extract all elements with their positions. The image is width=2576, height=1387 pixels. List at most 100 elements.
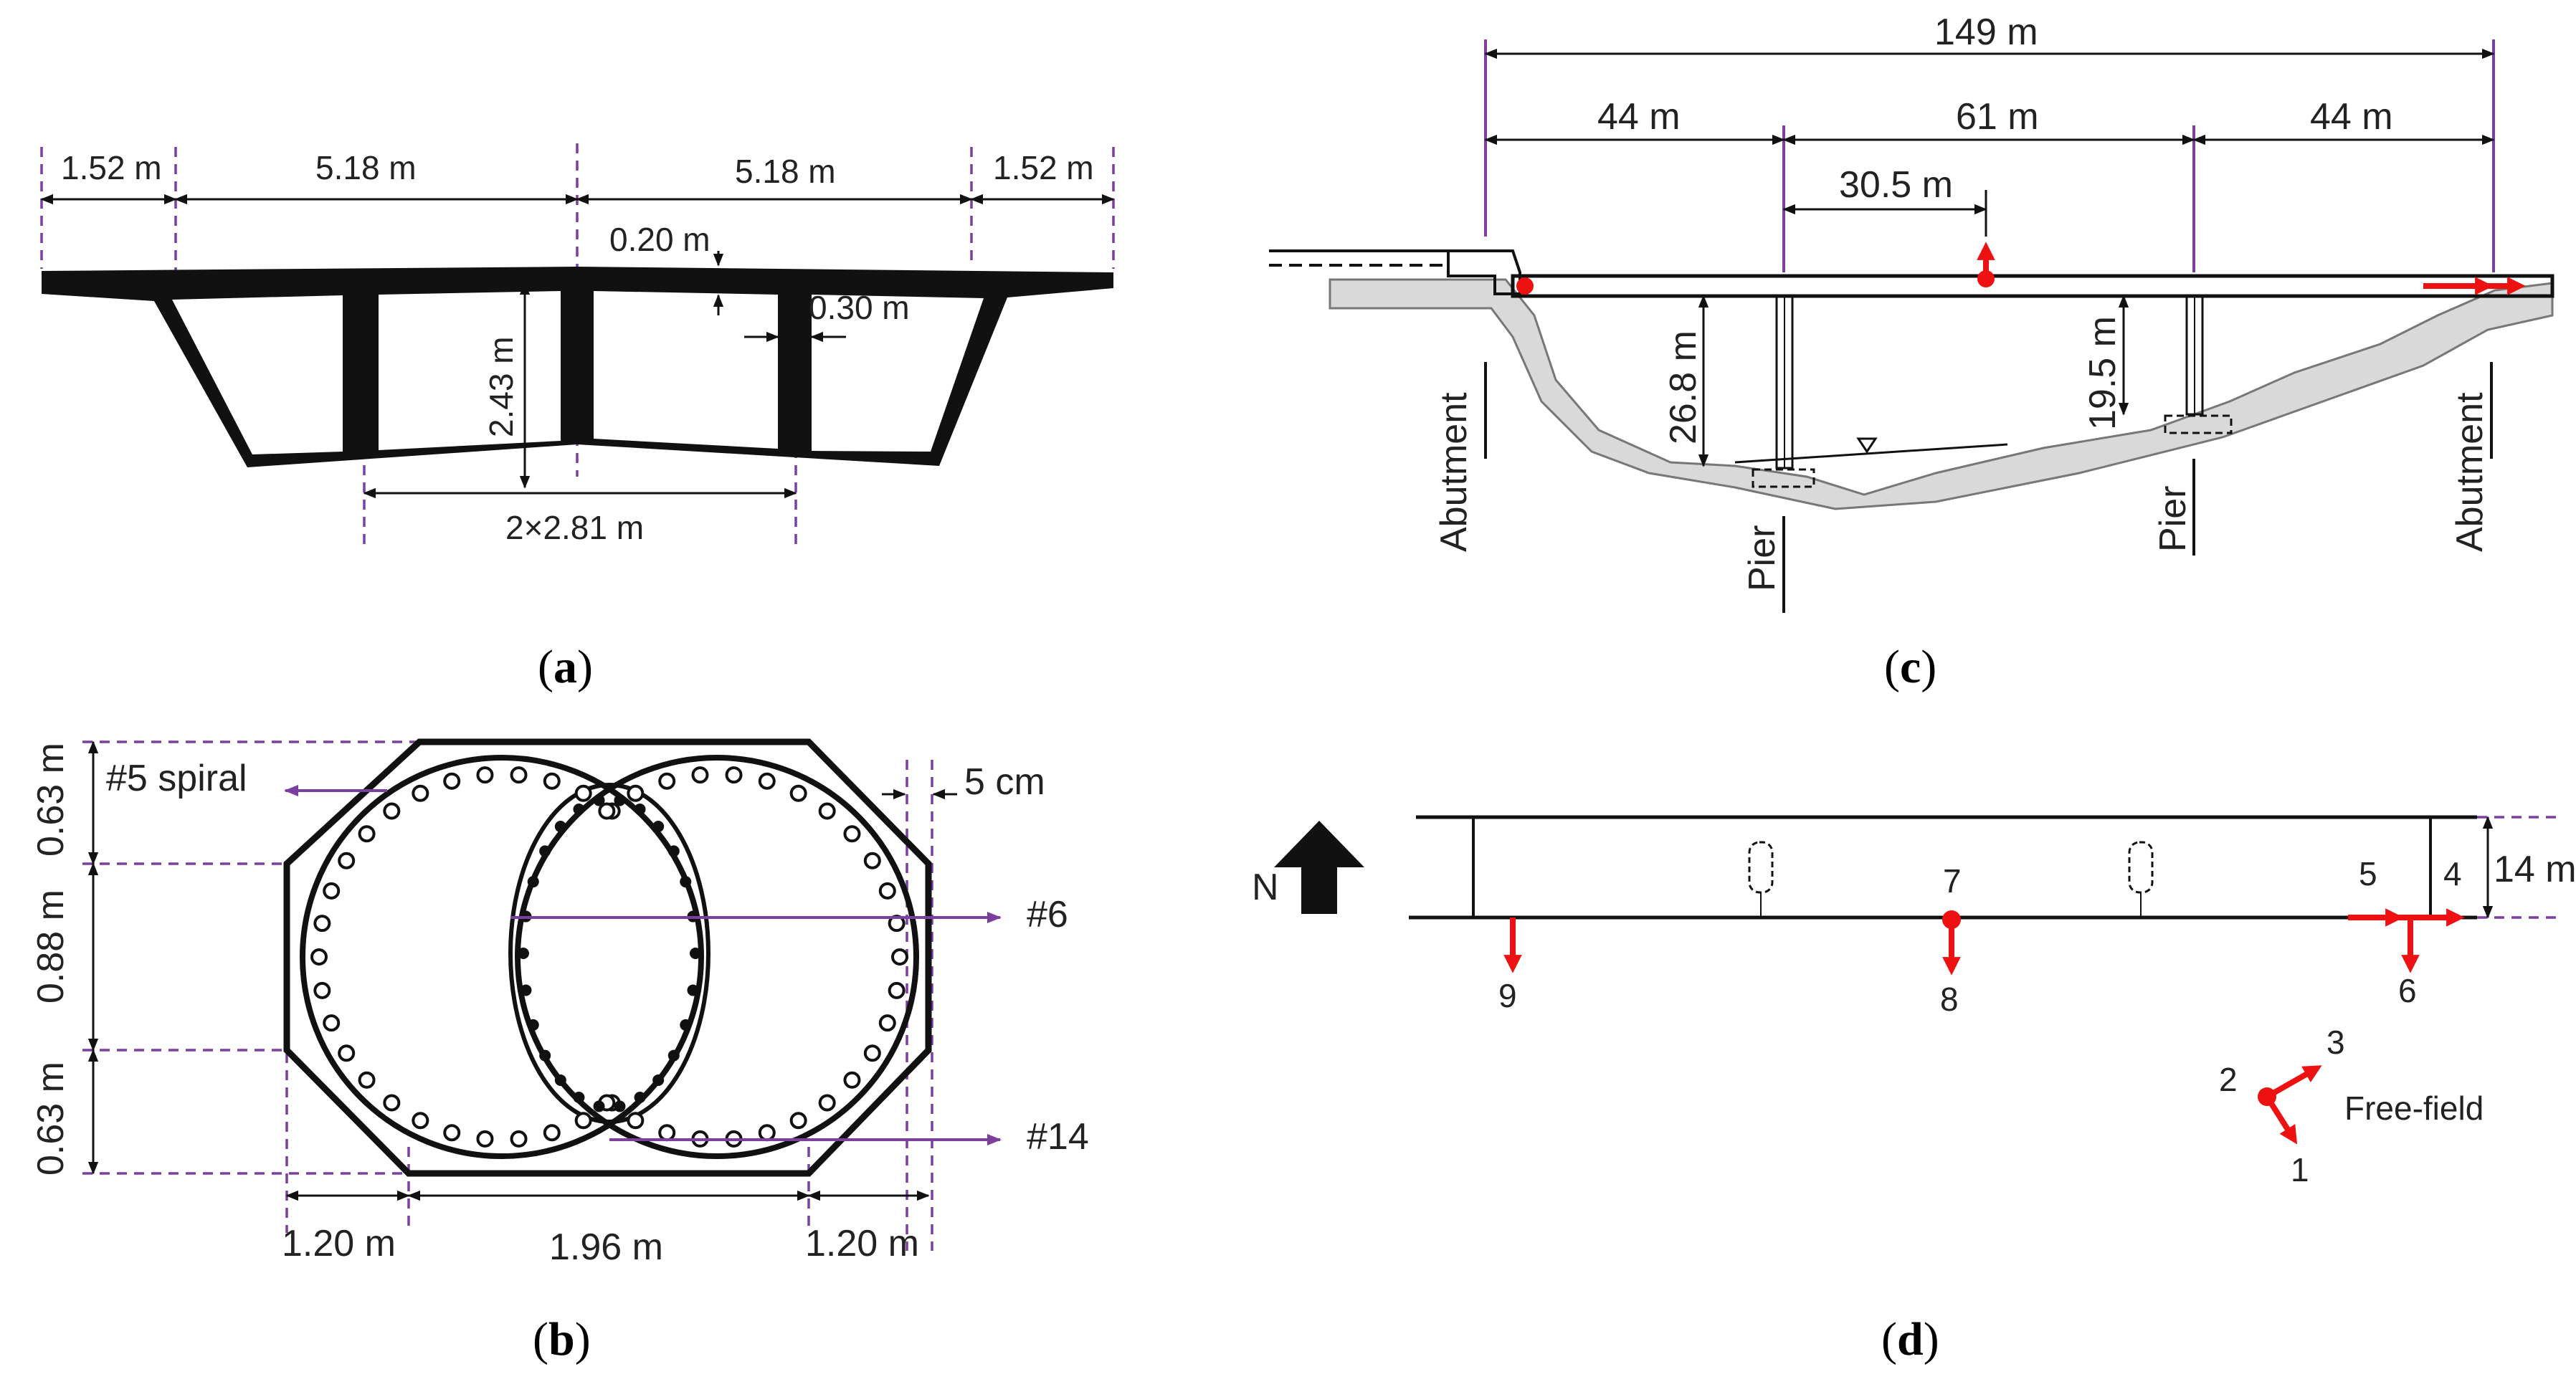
rebar-14 bbox=[758, 1124, 776, 1142]
dim-span-right: 44 m bbox=[2310, 96, 2393, 138]
dim-total-length: 149 m bbox=[1934, 11, 2038, 53]
rebar-14 bbox=[818, 1094, 836, 1112]
dim-span-left: 44 m bbox=[1597, 96, 1681, 138]
sensor-c-abutment bbox=[1516, 277, 1534, 295]
rebar-6 bbox=[687, 984, 699, 996]
dim-depth: 2.43 m bbox=[483, 336, 520, 437]
dim-width-mid: 1.96 m bbox=[549, 1226, 663, 1268]
rebar-6 bbox=[539, 1049, 551, 1062]
rebar-6 bbox=[634, 803, 646, 815]
rebar-14 bbox=[888, 981, 906, 999]
rebar-14 bbox=[789, 784, 807, 802]
caption-b: (b) bbox=[533, 1313, 591, 1365]
rebar-6 bbox=[652, 821, 665, 833]
rebar-14 bbox=[383, 802, 401, 820]
rebar-6 bbox=[652, 1074, 665, 1086]
rebar-14 bbox=[543, 1124, 561, 1142]
rebar-14 bbox=[863, 852, 881, 869]
dim-pier-right-height: 19.5 m bbox=[2082, 316, 2124, 430]
label-abutment-right: Abutment bbox=[2449, 392, 2491, 552]
channel-2: 2 bbox=[2219, 1061, 2238, 1098]
rebar-6 bbox=[667, 845, 680, 857]
channel-1: 1 bbox=[2291, 1151, 2309, 1188]
rebar-14 bbox=[313, 981, 331, 999]
panel-d-plan-view: N 14 m 9 7 bbox=[1252, 815, 2576, 1365]
dim-cover: 5 cm bbox=[964, 761, 1045, 803]
dim-width-left: 1.20 m bbox=[282, 1223, 396, 1264]
dim-half-span: 30.5 m bbox=[1839, 164, 1953, 206]
dim-span-middle: 61 m bbox=[1956, 96, 2039, 138]
rebar-14 bbox=[510, 1130, 528, 1148]
rebar-14 bbox=[863, 1044, 881, 1062]
rebar-6 bbox=[554, 821, 566, 833]
rebar-6 bbox=[527, 1019, 539, 1031]
ground-profile bbox=[1329, 278, 2554, 510]
panel-a-box-girder-section: 1.52 m 5.18 m 5.18 m 1.52 m 0.20 m 0.30 … bbox=[40, 143, 1115, 693]
rebar-6 bbox=[680, 1019, 692, 1031]
caption-c: (c) bbox=[1884, 641, 1936, 693]
rebar-14 bbox=[878, 882, 896, 900]
rebar-14 bbox=[758, 772, 776, 790]
caption-a: (a) bbox=[538, 641, 593, 693]
north-arrow-icon bbox=[1274, 821, 1364, 914]
rebar-14 bbox=[476, 1130, 494, 1148]
rebar-14 bbox=[691, 766, 709, 784]
sensor-7-8 bbox=[1942, 910, 1961, 976]
north-label: N bbox=[1252, 867, 1279, 908]
rebar-14 bbox=[383, 1094, 401, 1112]
rebar-6 bbox=[573, 803, 585, 815]
rebar-14 bbox=[443, 1124, 461, 1142]
caption-d: (d) bbox=[1881, 1313, 1939, 1365]
pier-octagon-outline bbox=[283, 738, 932, 1177]
label-pier-left: Pier bbox=[1741, 525, 1783, 591]
rebar-6 bbox=[593, 1100, 605, 1112]
channel-5: 5 bbox=[2359, 855, 2377, 892]
rebar-6 bbox=[573, 1092, 585, 1104]
dim-height-mid: 0.88 m bbox=[30, 890, 72, 1004]
rebar-14 bbox=[574, 1112, 592, 1130]
dim-top-slab: 0.20 m bbox=[609, 221, 710, 258]
sensor-5-6 bbox=[2348, 908, 2465, 973]
rebar-6 bbox=[690, 948, 701, 959]
rebar-14 bbox=[878, 1014, 896, 1032]
rebar-6 bbox=[614, 1100, 626, 1112]
rebar-6 bbox=[518, 948, 529, 959]
rebar-14 bbox=[658, 772, 676, 790]
rebar-14 bbox=[627, 1112, 645, 1130]
channel-6: 6 bbox=[2398, 972, 2417, 1009]
rebar-14 bbox=[725, 766, 743, 784]
sensor-c-midspan bbox=[1977, 242, 1995, 287]
bridge-deck bbox=[1511, 274, 2554, 298]
label-spiral: #5 spiral bbox=[106, 758, 247, 799]
rebar-14 bbox=[574, 784, 592, 802]
rebar-14 bbox=[843, 825, 861, 843]
rebar-6 bbox=[634, 1092, 646, 1104]
rebar-14 bbox=[412, 784, 429, 802]
pier-left-column bbox=[1752, 295, 1815, 488]
sensor-free-field bbox=[2258, 1065, 2322, 1145]
dim-cantilever-right: 1.52 m bbox=[993, 149, 1094, 186]
rebar-14 bbox=[627, 784, 645, 802]
rebar-14 bbox=[818, 802, 836, 820]
label-abutment-left: Abutment bbox=[1433, 392, 1475, 552]
channel-9: 9 bbox=[1498, 977, 1517, 1014]
dim-cantilever-left: 1.52 m bbox=[61, 149, 162, 186]
channel-4: 4 bbox=[2443, 855, 2462, 892]
dim-bay-left: 5.18 m bbox=[315, 149, 417, 186]
inner-interlock-ellipse bbox=[508, 783, 710, 1124]
rebar-14 bbox=[598, 802, 616, 820]
rebar-14 bbox=[313, 915, 331, 933]
rebar-14 bbox=[323, 882, 341, 900]
rebar-14 bbox=[358, 825, 376, 843]
panel-b-pier-section: 0.63 m 0.88 m 0.63 m #5 spiral 5 cm #6 #… bbox=[30, 738, 1089, 1365]
rebar-6 bbox=[520, 984, 532, 996]
dim-cells: 2×2.81 m bbox=[505, 509, 644, 546]
rebar-14 bbox=[338, 852, 356, 869]
dim-height-bottom: 0.63 m bbox=[30, 1062, 72, 1176]
panel-c-elevation: 149 m 44 m 61 m 44 m 30.5 m 26.8 m 19.5 … bbox=[1269, 11, 2554, 693]
rebar-14 bbox=[543, 772, 561, 790]
rebar-6 bbox=[539, 845, 551, 857]
rebar-14 bbox=[510, 766, 528, 784]
label-pier-right: Pier bbox=[2152, 486, 2194, 552]
